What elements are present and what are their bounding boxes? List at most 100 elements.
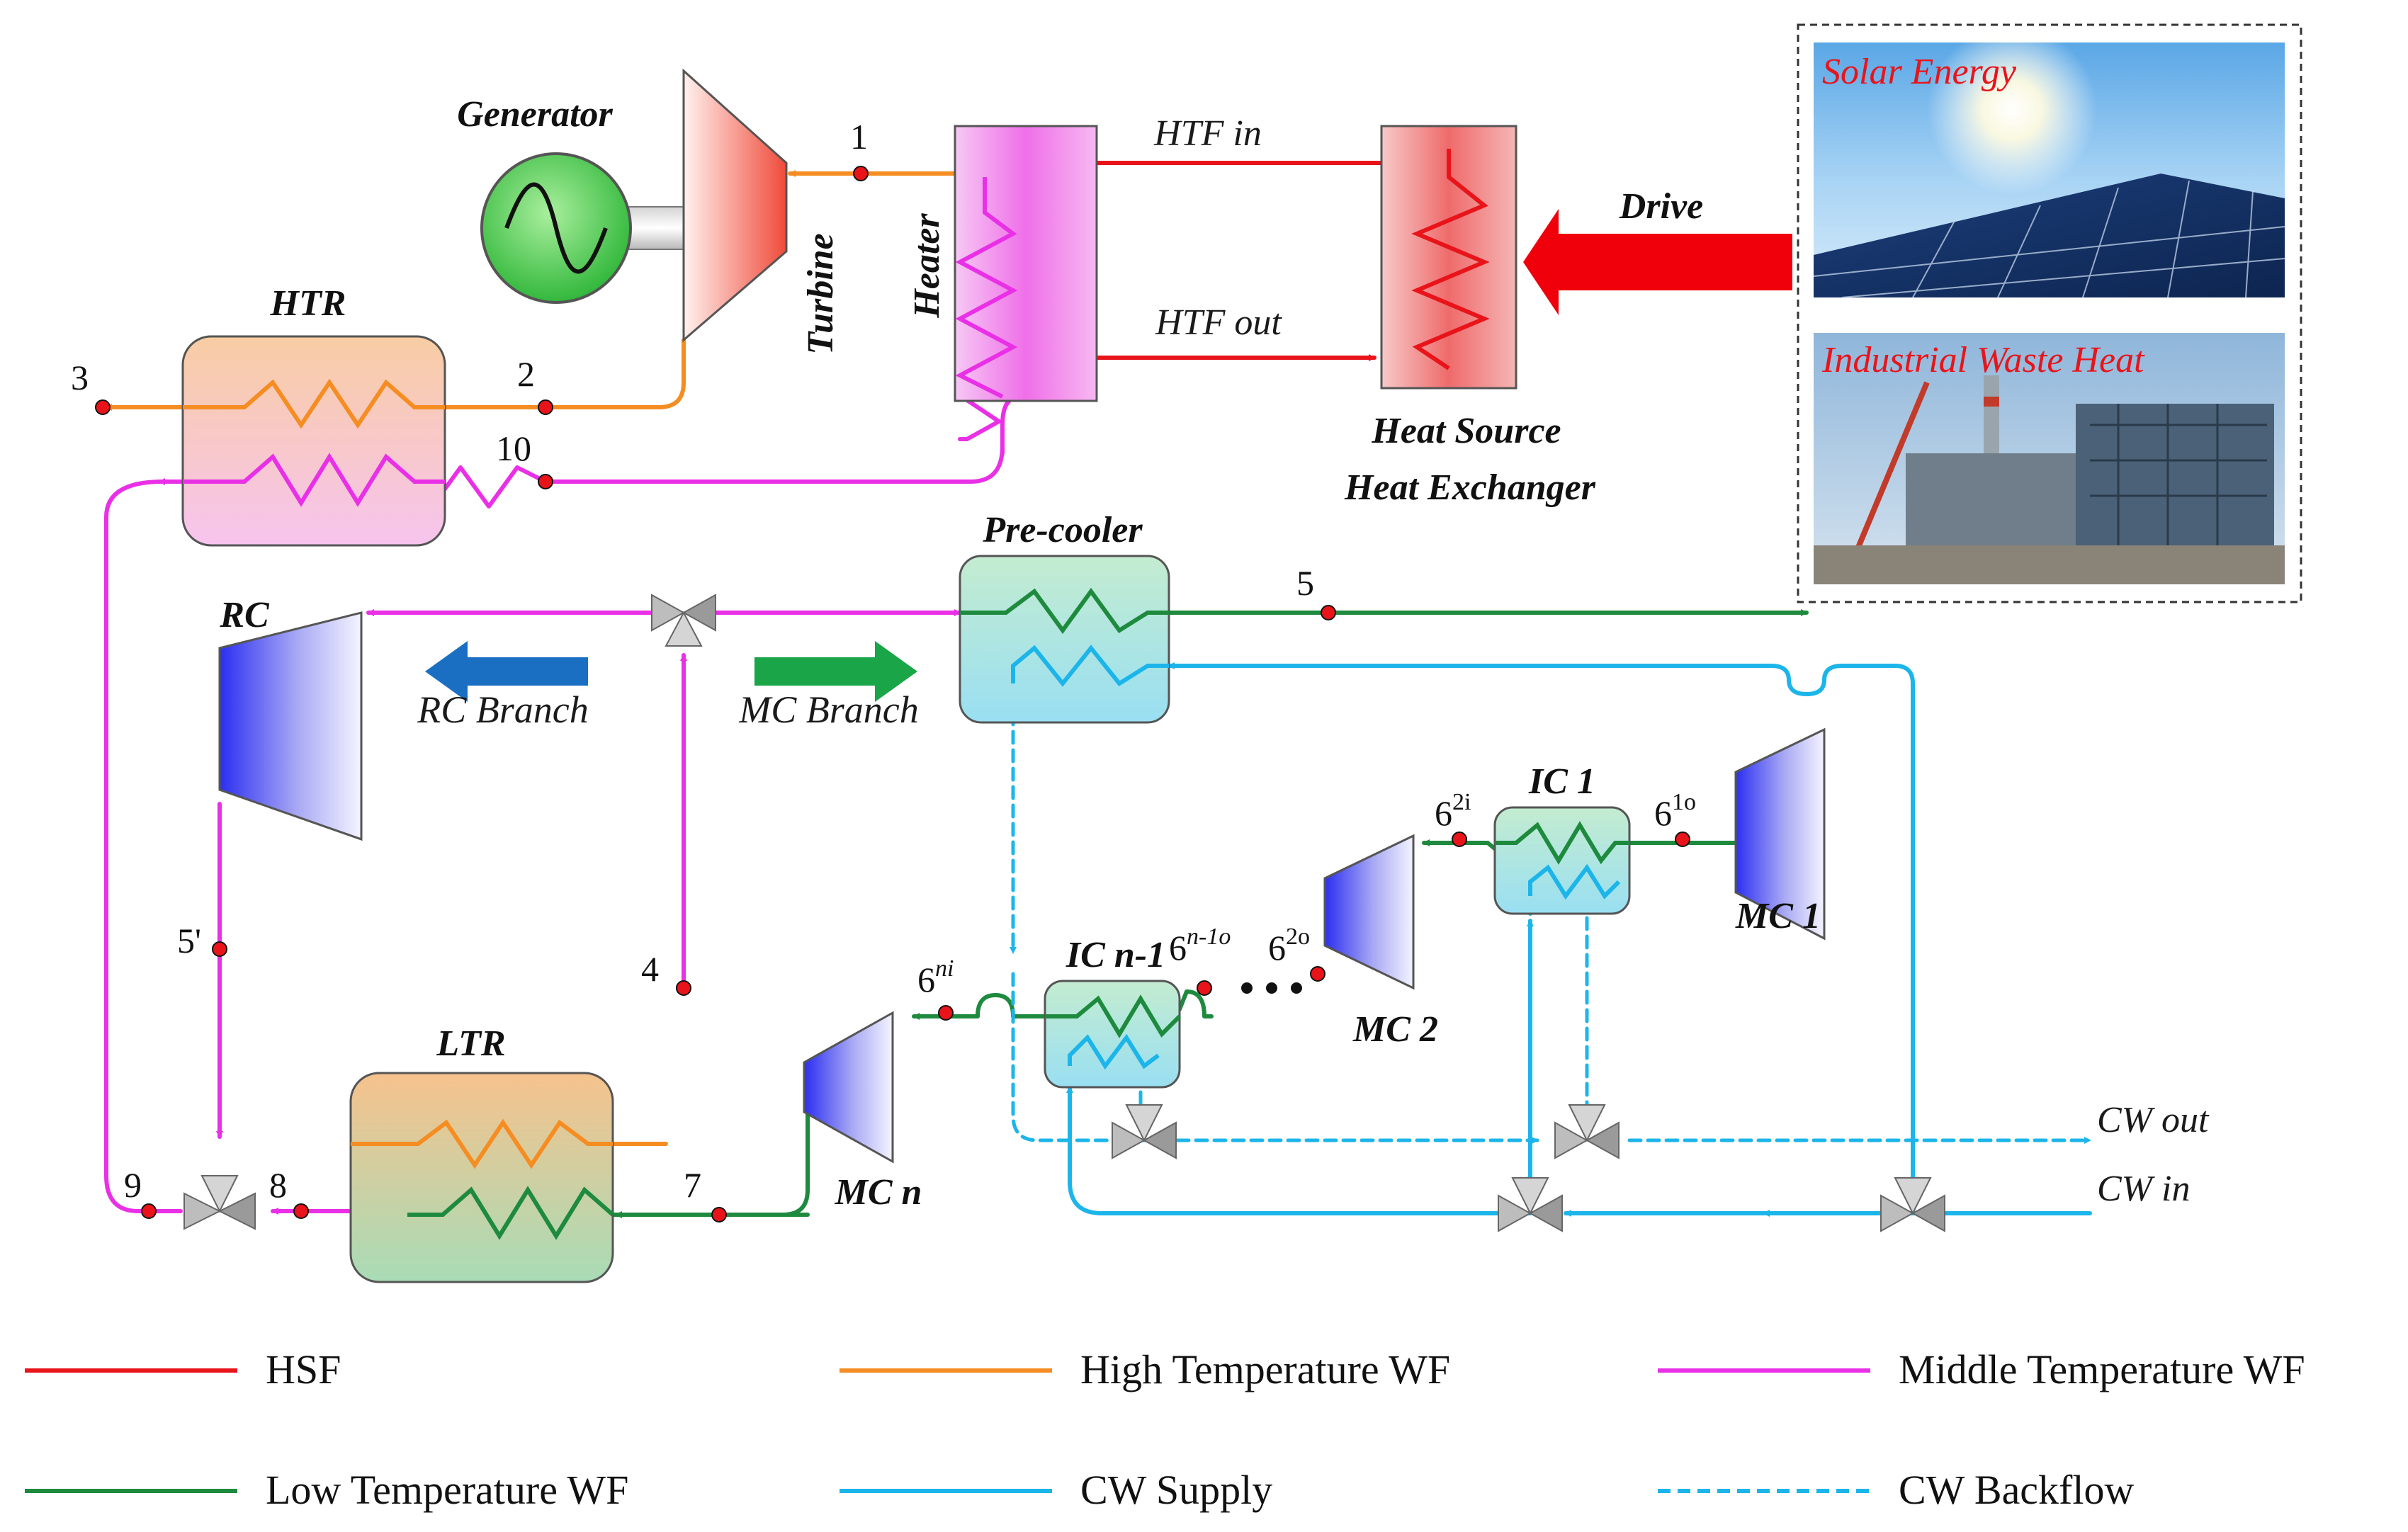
state-dot-9 [141, 1203, 157, 1219]
cw-out-label: CW out [2097, 1100, 2210, 1140]
state-dot-6-n1o [1197, 980, 1212, 996]
state-label-6-n1o: 6n-1o [1169, 924, 1231, 968]
ic1-box [1493, 806, 1631, 915]
icn1-box [1044, 980, 1181, 1089]
legend-label-5: CW Backflow [1899, 1467, 2134, 1513]
state-points [95, 166, 1690, 1222]
drive-label: Drive [1619, 186, 1703, 227]
sun-icon [1927, 25, 2097, 195]
ic1: IC 1 [1493, 761, 1631, 915]
industrial-building-right [2076, 404, 2274, 545]
state-dot-4 [676, 980, 691, 996]
pipes [104, 157, 2092, 1235]
splitter-valve [651, 594, 716, 647]
state-label-1: 1 [850, 117, 868, 157]
legend-label-0: HSF [266, 1346, 341, 1392]
drive-arrow-shape [1523, 209, 1792, 315]
solar-energy-label: Solar Energy [1822, 52, 2017, 92]
turbine-label: Turbine [801, 233, 841, 354]
icn1: IC n-1 [1044, 935, 1182, 1089]
state-dot-6-2o [1310, 966, 1325, 982]
mc-branch-label: MC Branch [738, 688, 918, 731]
mc2-shape [1323, 834, 1415, 990]
industry-ground [1814, 545, 2285, 584]
industrial-waste-heat-image: Industrial Waste Heat [1814, 333, 2285, 584]
hshx-label-1: Heat Source [1371, 411, 1561, 451]
mcn-label: MC n [835, 1172, 922, 1213]
heat-source-image-panel: Solar Energy Industrial Waste Heat [1797, 23, 2302, 603]
precooler: Pre-cooler [959, 510, 1170, 724]
state-label-10: 10 [496, 429, 531, 468]
state-labels: 1 2 3 4 5 5' 7 8 9 10 61o 62i 62o 6n-1o … [71, 117, 1696, 1205]
cw-valve-4 [1880, 1177, 1945, 1232]
valves [183, 594, 1945, 1232]
heater-wf-coil [955, 177, 1018, 399]
state-dot-5 [1321, 605, 1336, 620]
turbine-shape [682, 68, 788, 343]
crane-icon [1853, 381, 1930, 554]
hshx-label-2: Heat Exchanger [1344, 467, 1596, 508]
state-dot-8 [293, 1203, 309, 1219]
state-label-9: 9 [124, 1165, 142, 1205]
mcn-shape [803, 1011, 894, 1164]
precooler-wf-coil [960, 587, 1169, 635]
mc1-label: MC 1 [1735, 896, 1821, 936]
state-dot-3 [95, 399, 111, 415]
state-dot-6-ni [938, 1005, 954, 1021]
state-label-6-2o: 62o [1268, 924, 1310, 968]
mc1-compressor: MC 1 [1734, 727, 1826, 941]
htr-box [181, 335, 446, 547]
turbine: Turbine [682, 68, 841, 355]
ic1-cw-coil [1528, 863, 1621, 900]
state-dot-7 [711, 1207, 727, 1222]
precooler-label: Pre-cooler [982, 510, 1143, 550]
heat-source-heat-exchanger: Heat Source Heat Exchanger [1344, 125, 1596, 508]
state-dot-2 [538, 399, 553, 415]
state-label-6-1o: 61o [1654, 789, 1696, 833]
state-label-4: 4 [641, 949, 659, 989]
mcn-compressor: MC n [803, 1011, 922, 1213]
state-dot-6-1o [1675, 832, 1690, 847]
htr-cold-coil [183, 453, 445, 507]
ltr-hot-coil [351, 1118, 613, 1169]
rc-compressor: RC [218, 595, 363, 841]
heater-box [954, 125, 1098, 402]
legend-label-3: Low Temperature WF [266, 1467, 628, 1513]
htr-hot-coil [183, 378, 445, 429]
ltr-cold-coil [407, 1186, 614, 1240]
icn1-label: IC n-1 [1065, 935, 1165, 975]
state-label-5p: 5' [177, 921, 201, 960]
sine-wave-icon [504, 182, 608, 274]
icn1-wf-coil [1045, 994, 1182, 1038]
state-dot-1 [853, 166, 869, 181]
mc1-shape [1734, 727, 1826, 941]
state-dot-5p [212, 941, 227, 957]
cw-valve-3 [1498, 1177, 1563, 1232]
ltr-label: LTR [436, 1023, 505, 1064]
ltr-box [349, 1072, 614, 1283]
state-label-2: 2 [517, 354, 535, 394]
ic1-wf-coil [1495, 821, 1629, 865]
heater-label: Heater [907, 213, 947, 319]
mc2-compressor: MC 2 [1323, 834, 1438, 1050]
solar-panel-array [1814, 174, 2285, 297]
state-label-7: 7 [684, 1165, 701, 1205]
cw-valve-2 [1554, 1104, 1620, 1159]
mid-temperature-wf-lines [104, 186, 1024, 1215]
state-label-6-2i: 62i [1435, 789, 1471, 833]
mixer-valve [183, 1175, 256, 1230]
mc2-label: MC 2 [1352, 1009, 1438, 1050]
generator: Generator [457, 94, 688, 304]
rc-label: RC [219, 595, 270, 635]
state-label-5: 5 [1296, 563, 1314, 603]
mc-branch-arrow [754, 641, 917, 702]
cw-valve-1 [1112, 1104, 1177, 1159]
state-label-6-ni: 6ni [917, 955, 954, 999]
htf-in-label: HTF in [1153, 113, 1262, 154]
icn1-cw-coil [1068, 1033, 1160, 1070]
legend-label-2: Middle Temperature WF [1899, 1346, 2305, 1392]
htf-out-label: HTF out [1155, 302, 1282, 343]
cw-in-label: CW in [2097, 1169, 2190, 1209]
